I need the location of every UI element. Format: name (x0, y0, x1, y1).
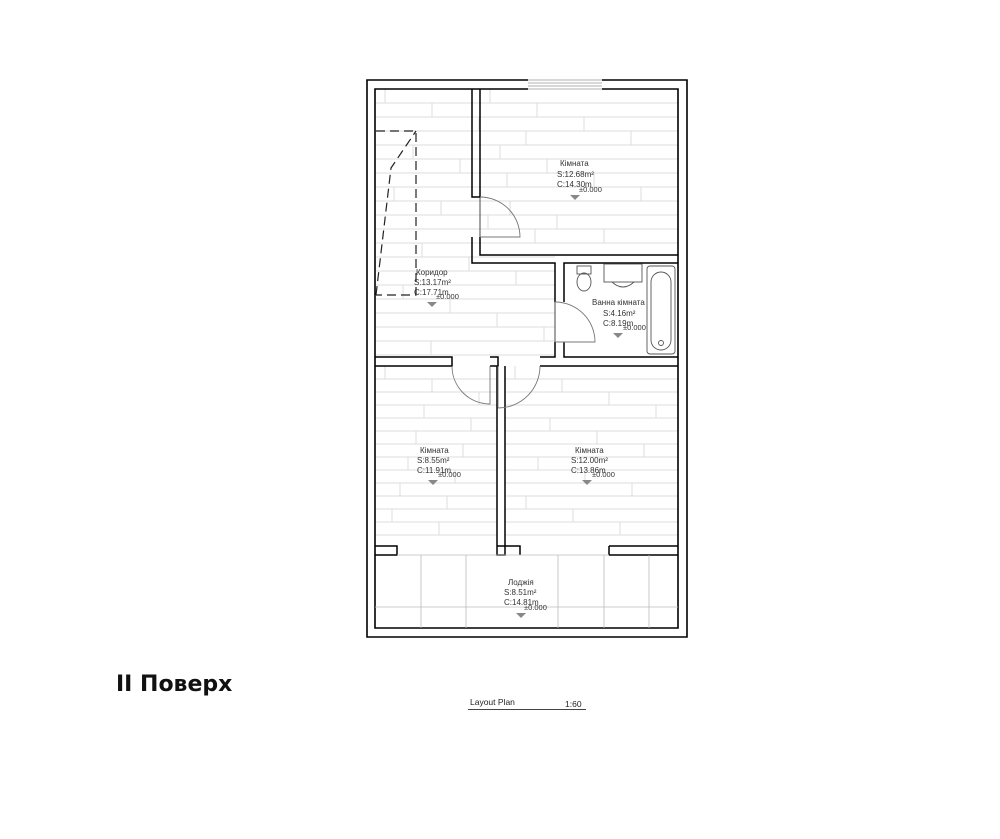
staircase (375, 130, 417, 296)
room-perimeter: C:13.86m (571, 466, 606, 475)
level-mark: ±0.000 (592, 470, 615, 479)
sink-icon (603, 263, 643, 283)
bathtub-icon (646, 265, 676, 355)
plan-underline (468, 709, 586, 710)
room-label-corridor: Коридор S:13.17m² C:17.71m ±0.000 (414, 268, 459, 307)
room-name: Ванна кімната (592, 298, 645, 307)
room-name: Кімната (420, 446, 449, 455)
outer-walls (366, 79, 688, 638)
room-perimeter: C:17.71m (414, 288, 449, 297)
room-labels: Кімната S:12.68m² C:14.30m ±0.000 Коридо… (414, 159, 646, 618)
level-marker-icon (570, 195, 580, 200)
room-area: S:12.68m² (557, 170, 594, 179)
level-marker-icon (427, 302, 437, 307)
toilet-tank-icon (576, 265, 592, 275)
floor-hatch (375, 89, 678, 536)
room-label-bathroom: Ванна кімната S:4.16m² C:8.19m ±0.000 (592, 298, 646, 338)
room-label-right: Кімната S:12.00m² C:13.86m ±0.000 (571, 446, 615, 485)
floor-title: II Поверх (116, 672, 233, 697)
plan-name: Layout Plan (470, 697, 515, 707)
room-area: S:13.17m² (414, 278, 451, 287)
bathtub-inner-icon (650, 271, 672, 351)
level-mark: ±0.000 (438, 470, 461, 479)
room-name: Коридор (416, 268, 448, 277)
room-label-loggia: Лоджія S:8.51m² C:14.81m ±0.000 (504, 578, 547, 618)
level-marker-icon (428, 480, 438, 485)
bathroom-fixtures (576, 263, 676, 355)
level-mark: ±0.000 (436, 292, 459, 301)
room-label-left: Кімната S:8.55m² C:11.91m ±0.000 (417, 446, 461, 485)
room-area: S:4.16m² (603, 309, 636, 318)
room-perimeter: C:14.30m (557, 180, 592, 189)
room-area: S:8.51m² (504, 588, 537, 597)
level-marker-icon (613, 333, 623, 338)
toilet-icon (576, 272, 592, 292)
room-perimeter: C:11.91m (417, 466, 451, 475)
room-label-top: Кімната S:12.68m² C:14.30m ±0.000 (557, 159, 602, 200)
room-name: Кімната (560, 159, 589, 168)
level-marker-icon (582, 480, 592, 485)
room-name: Кімната (575, 446, 604, 455)
level-mark: ±0.000 (579, 185, 602, 194)
room-area: S:8.55m² (417, 456, 450, 465)
loggia-grid (375, 554, 678, 628)
room-area: S:12.00m² (571, 456, 608, 465)
plan-scale: 1:60 (565, 699, 582, 709)
room-perimeter: C:8.19m (603, 319, 634, 328)
doors (451, 196, 596, 409)
top-window (528, 79, 602, 90)
interior-walls (375, 89, 678, 556)
level-mark: ±0.000 (623, 323, 646, 332)
room-name: Лоджія (508, 578, 534, 587)
level-mark: ±0.000 (524, 603, 547, 612)
level-marker-icon (516, 613, 526, 618)
room-perimeter: C:14.81m (504, 598, 539, 607)
